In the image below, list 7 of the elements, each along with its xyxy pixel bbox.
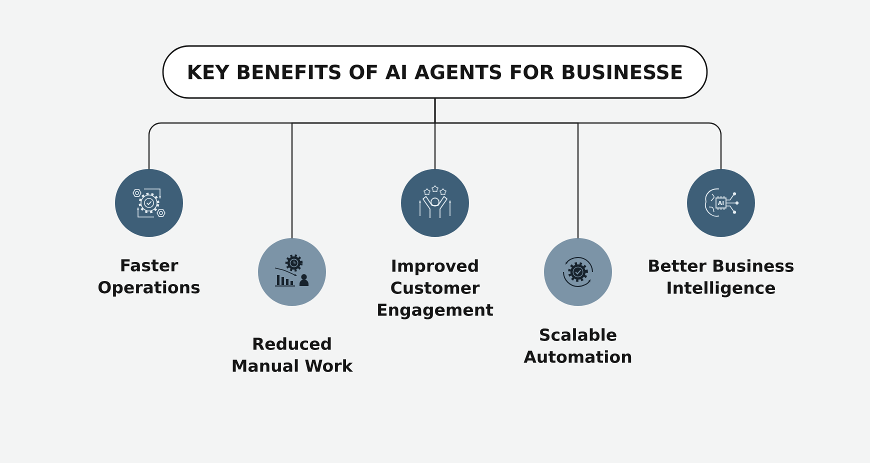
benefit-label: Scalable Automation: [524, 328, 632, 363]
benefit-label: Better Business Intelligence: [649, 259, 794, 298]
benefit-label: Faster Operations: [98, 259, 200, 297]
benefit-label: Reduced Manual Work: [232, 337, 354, 372]
title-box: KEY BENEFITS OF AI AGENTS FOR BUSINESSE: [162, 45, 708, 99]
connector-line: [434, 98, 722, 170]
benefit-label: Improved Customer Engagement: [378, 259, 494, 320]
